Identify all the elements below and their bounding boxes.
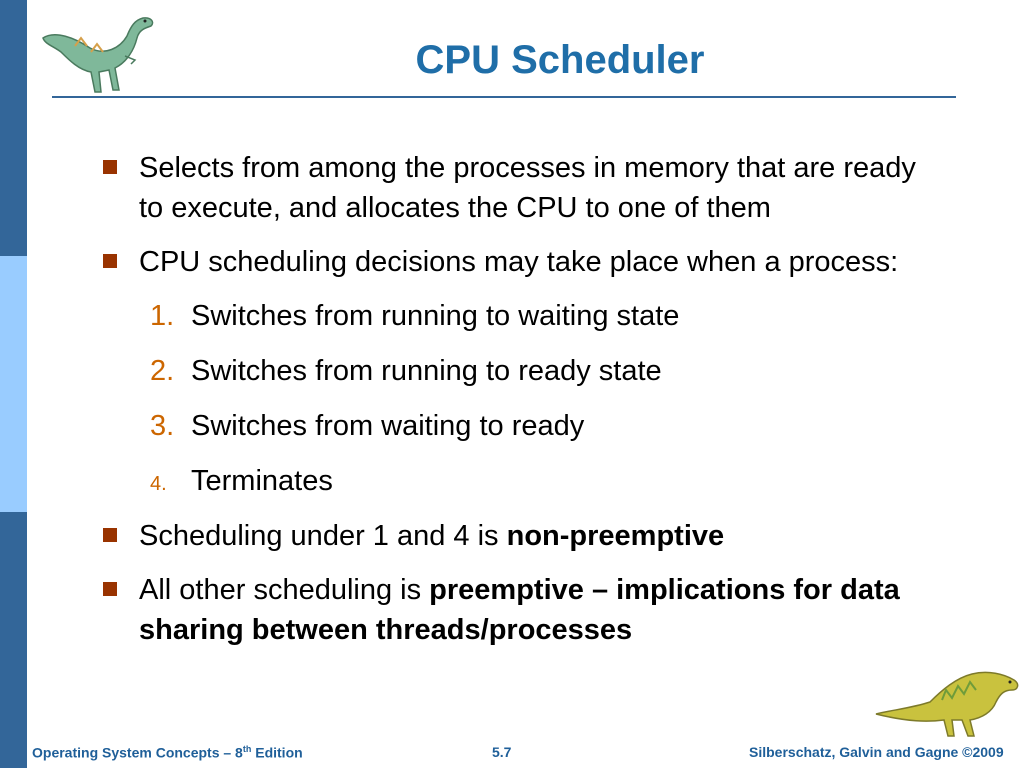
- dinosaur-logo-top: [42, 17, 154, 93]
- bullet-item-1: Selects from among the processes in memo…: [103, 148, 933, 228]
- sidebar-band: [0, 0, 27, 768]
- square-bullet-icon: [103, 160, 117, 174]
- page-title: CPU Scheduler: [415, 38, 705, 82]
- square-bullet-icon: [103, 582, 117, 596]
- bullet-item-3: Scheduling under 1 and 4 is non-preempti…: [103, 516, 933, 556]
- square-bullet-icon: [103, 254, 117, 268]
- dinosaur-logo-bottom: [875, 671, 1019, 737]
- bullet-text: Scheduling under 1 and 4 is: [139, 520, 507, 552]
- numbered-item-2: 2. Switches from running to ready state: [103, 351, 933, 391]
- item-number: 2.: [150, 355, 175, 387]
- bullet-emphasis: non-preemptive: [506, 520, 725, 552]
- bullet-text: All other scheduling is: [139, 574, 430, 606]
- item-number: 3.: [150, 410, 175, 442]
- sidebar-segment-middle: [0, 256, 27, 512]
- bullet-item-2: CPU scheduling decisions may take place …: [103, 242, 933, 282]
- square-bullet-icon: [103, 528, 117, 542]
- item-text: Terminates: [191, 465, 333, 497]
- slide-content: Selects from among the processes in memo…: [103, 148, 933, 664]
- bullet-emphasis: preemptive – implications for data shari…: [139, 574, 900, 646]
- bullet-text: Selects from among the processes in memo…: [139, 152, 916, 224]
- item-text: Switches from running to ready state: [191, 355, 662, 387]
- numbered-item-1: 1. Switches from running to waiting stat…: [103, 296, 933, 336]
- bullet-text: CPU scheduling decisions may take place …: [139, 246, 899, 278]
- title-divider: [52, 96, 956, 98]
- item-text: Switches from waiting to ready: [191, 410, 585, 442]
- footer-book-title: Operating System Concepts – 8th Edition: [32, 744, 303, 761]
- bullet-item-4: All other scheduling is preemptive – imp…: [103, 570, 933, 650]
- sidebar-segment-bottom: [0, 512, 27, 768]
- sidebar-segment-top: [0, 0, 27, 256]
- footer-page-number: 5.7: [492, 744, 512, 760]
- item-number: 4.: [150, 473, 167, 495]
- footer-copyright: Silberschatz, Galvin and Gagne ©2009: [749, 744, 1004, 760]
- numbered-item-4: 4. Terminates: [103, 461, 933, 501]
- numbered-item-3: 3. Switches from waiting to ready: [103, 406, 933, 446]
- item-number: 1.: [150, 300, 175, 332]
- item-text: Switches from running to waiting state: [191, 300, 680, 332]
